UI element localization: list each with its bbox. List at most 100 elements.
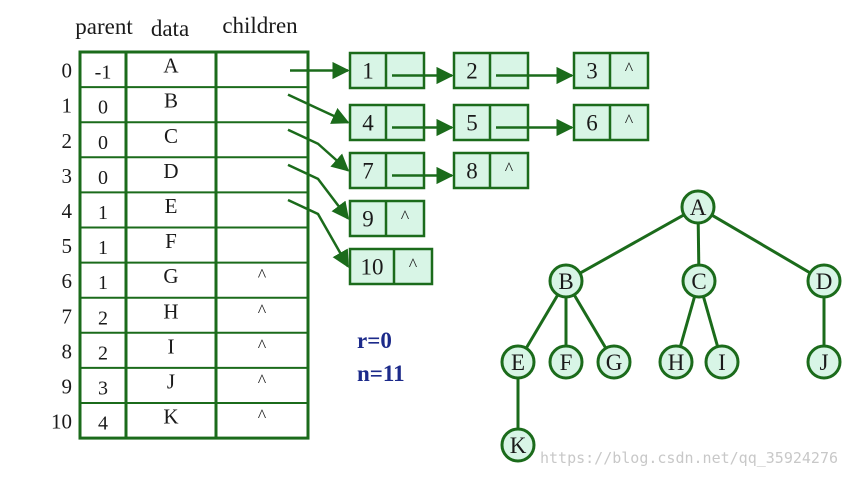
tree-node-label: K	[510, 433, 527, 458]
list-node-value: 9	[362, 207, 374, 232]
tree-node-H: H	[658, 344, 694, 380]
list-node-next: ^	[409, 255, 418, 275]
children-cell: ^	[258, 300, 267, 320]
tree-node-label: H	[668, 350, 685, 375]
tree-node-label: C	[691, 269, 706, 294]
parent-cell: 0	[98, 97, 108, 119]
tree-node-J: J	[806, 344, 842, 380]
list-node-next: ^	[505, 159, 514, 179]
parent-cell: 2	[98, 342, 108, 364]
header-children: children	[222, 13, 298, 38]
tree-edge-C-H	[678, 295, 697, 348]
parent-cell: 2	[98, 307, 108, 329]
tree-node-E: E	[500, 344, 536, 380]
row-index: 6	[62, 269, 73, 293]
node-count-label: n=11	[357, 361, 405, 386]
tree-node-label: E	[511, 350, 525, 375]
header-parent: parent	[75, 14, 133, 39]
tree-edge-B-G	[572, 293, 608, 350]
tree-node-circle	[681, 263, 717, 299]
list-node-value: 8	[466, 159, 478, 184]
children-cell: ^	[258, 370, 267, 390]
row-index: 8	[62, 339, 73, 363]
tree-node-F: F	[548, 344, 584, 380]
list-node-next: ^	[625, 111, 634, 131]
child-list-node: 10 ^	[348, 247, 434, 286]
list-node-value: 3	[586, 59, 598, 84]
child-list-node: 2	[452, 51, 530, 90]
list-node-value: 2	[466, 59, 478, 84]
tree-node-B: B	[548, 263, 584, 299]
child-list-node: 6^	[572, 103, 650, 142]
children-pointer-arrow	[287, 128, 350, 172]
list-node-value: 6	[586, 111, 598, 136]
tree-node-circle	[806, 344, 842, 380]
tree-edge-A-D	[711, 213, 811, 275]
tree-node-circle	[500, 344, 536, 380]
row-index: 3	[62, 164, 73, 188]
data-cell: F	[165, 229, 177, 253]
list-node-value: 4	[362, 111, 374, 136]
child-list-node: 5	[452, 103, 530, 142]
row-index: 4	[62, 199, 73, 223]
parent-cell: 1	[98, 272, 108, 294]
child-list-node: 9^	[348, 199, 426, 238]
tree-node-label: G	[606, 350, 623, 375]
children-cell: ^	[258, 406, 267, 426]
row-index: 7	[62, 304, 73, 328]
row-index: 9	[62, 374, 73, 398]
parent-cell: 0	[98, 132, 108, 154]
data-cell: A	[163, 54, 179, 78]
child-list-node: 7	[348, 151, 426, 190]
data-cell: I	[168, 334, 175, 358]
child-list-node: 1	[348, 51, 426, 90]
child-pointer-links	[287, 61, 350, 269]
row-index: 5	[62, 234, 73, 258]
data-cell: J	[167, 369, 175, 393]
data-cell: E	[165, 194, 178, 218]
tree-node-circle	[548, 344, 584, 380]
tree-node-K: K	[500, 427, 536, 463]
tree-node-circle	[680, 189, 716, 225]
list-node-value: 10	[361, 255, 384, 280]
list-node-box	[348, 247, 434, 286]
tree-node-I: I	[704, 344, 740, 380]
tree-node-circle	[704, 344, 740, 380]
data-cell: G	[163, 264, 178, 288]
children-pointer-arrow	[287, 163, 350, 220]
list-node-value: 7	[362, 159, 374, 184]
children-pointer-arrow	[287, 93, 350, 124]
root-index-label: r=0	[357, 328, 392, 353]
tree-node-label: B	[558, 269, 573, 294]
tree-node-circle	[658, 344, 694, 380]
data-cell: C	[164, 124, 178, 148]
row-index: 0	[62, 59, 73, 83]
list-node-next: ^	[625, 59, 634, 79]
parent-cell: 3	[98, 377, 108, 399]
tree-node-label: F	[560, 350, 573, 375]
child-list-node: 8^	[452, 151, 530, 190]
tree-node-D: D	[806, 263, 842, 299]
list-node-value: 1	[362, 59, 374, 84]
children-cell: ^	[258, 335, 267, 355]
tree-node-circle	[548, 263, 584, 299]
tree-node-A: A	[680, 189, 716, 225]
parent-cell: 4	[98, 413, 108, 435]
watermark: https://blog.csdn.net/qq_35924276	[540, 449, 838, 467]
tree-edges	[516, 213, 826, 429]
data-cell: D	[163, 159, 178, 183]
tree-node-circle	[806, 263, 842, 299]
parent-cell: 1	[98, 202, 108, 224]
list-node-next: ^	[401, 207, 410, 227]
row-index: 2	[62, 129, 73, 153]
tree-node-label: A	[690, 195, 707, 220]
header-data: data	[151, 16, 189, 41]
child-list-node: 3^	[572, 51, 650, 90]
table-border	[78, 50, 310, 440]
row-index: 10	[51, 410, 72, 434]
data-cell: H	[163, 299, 178, 323]
